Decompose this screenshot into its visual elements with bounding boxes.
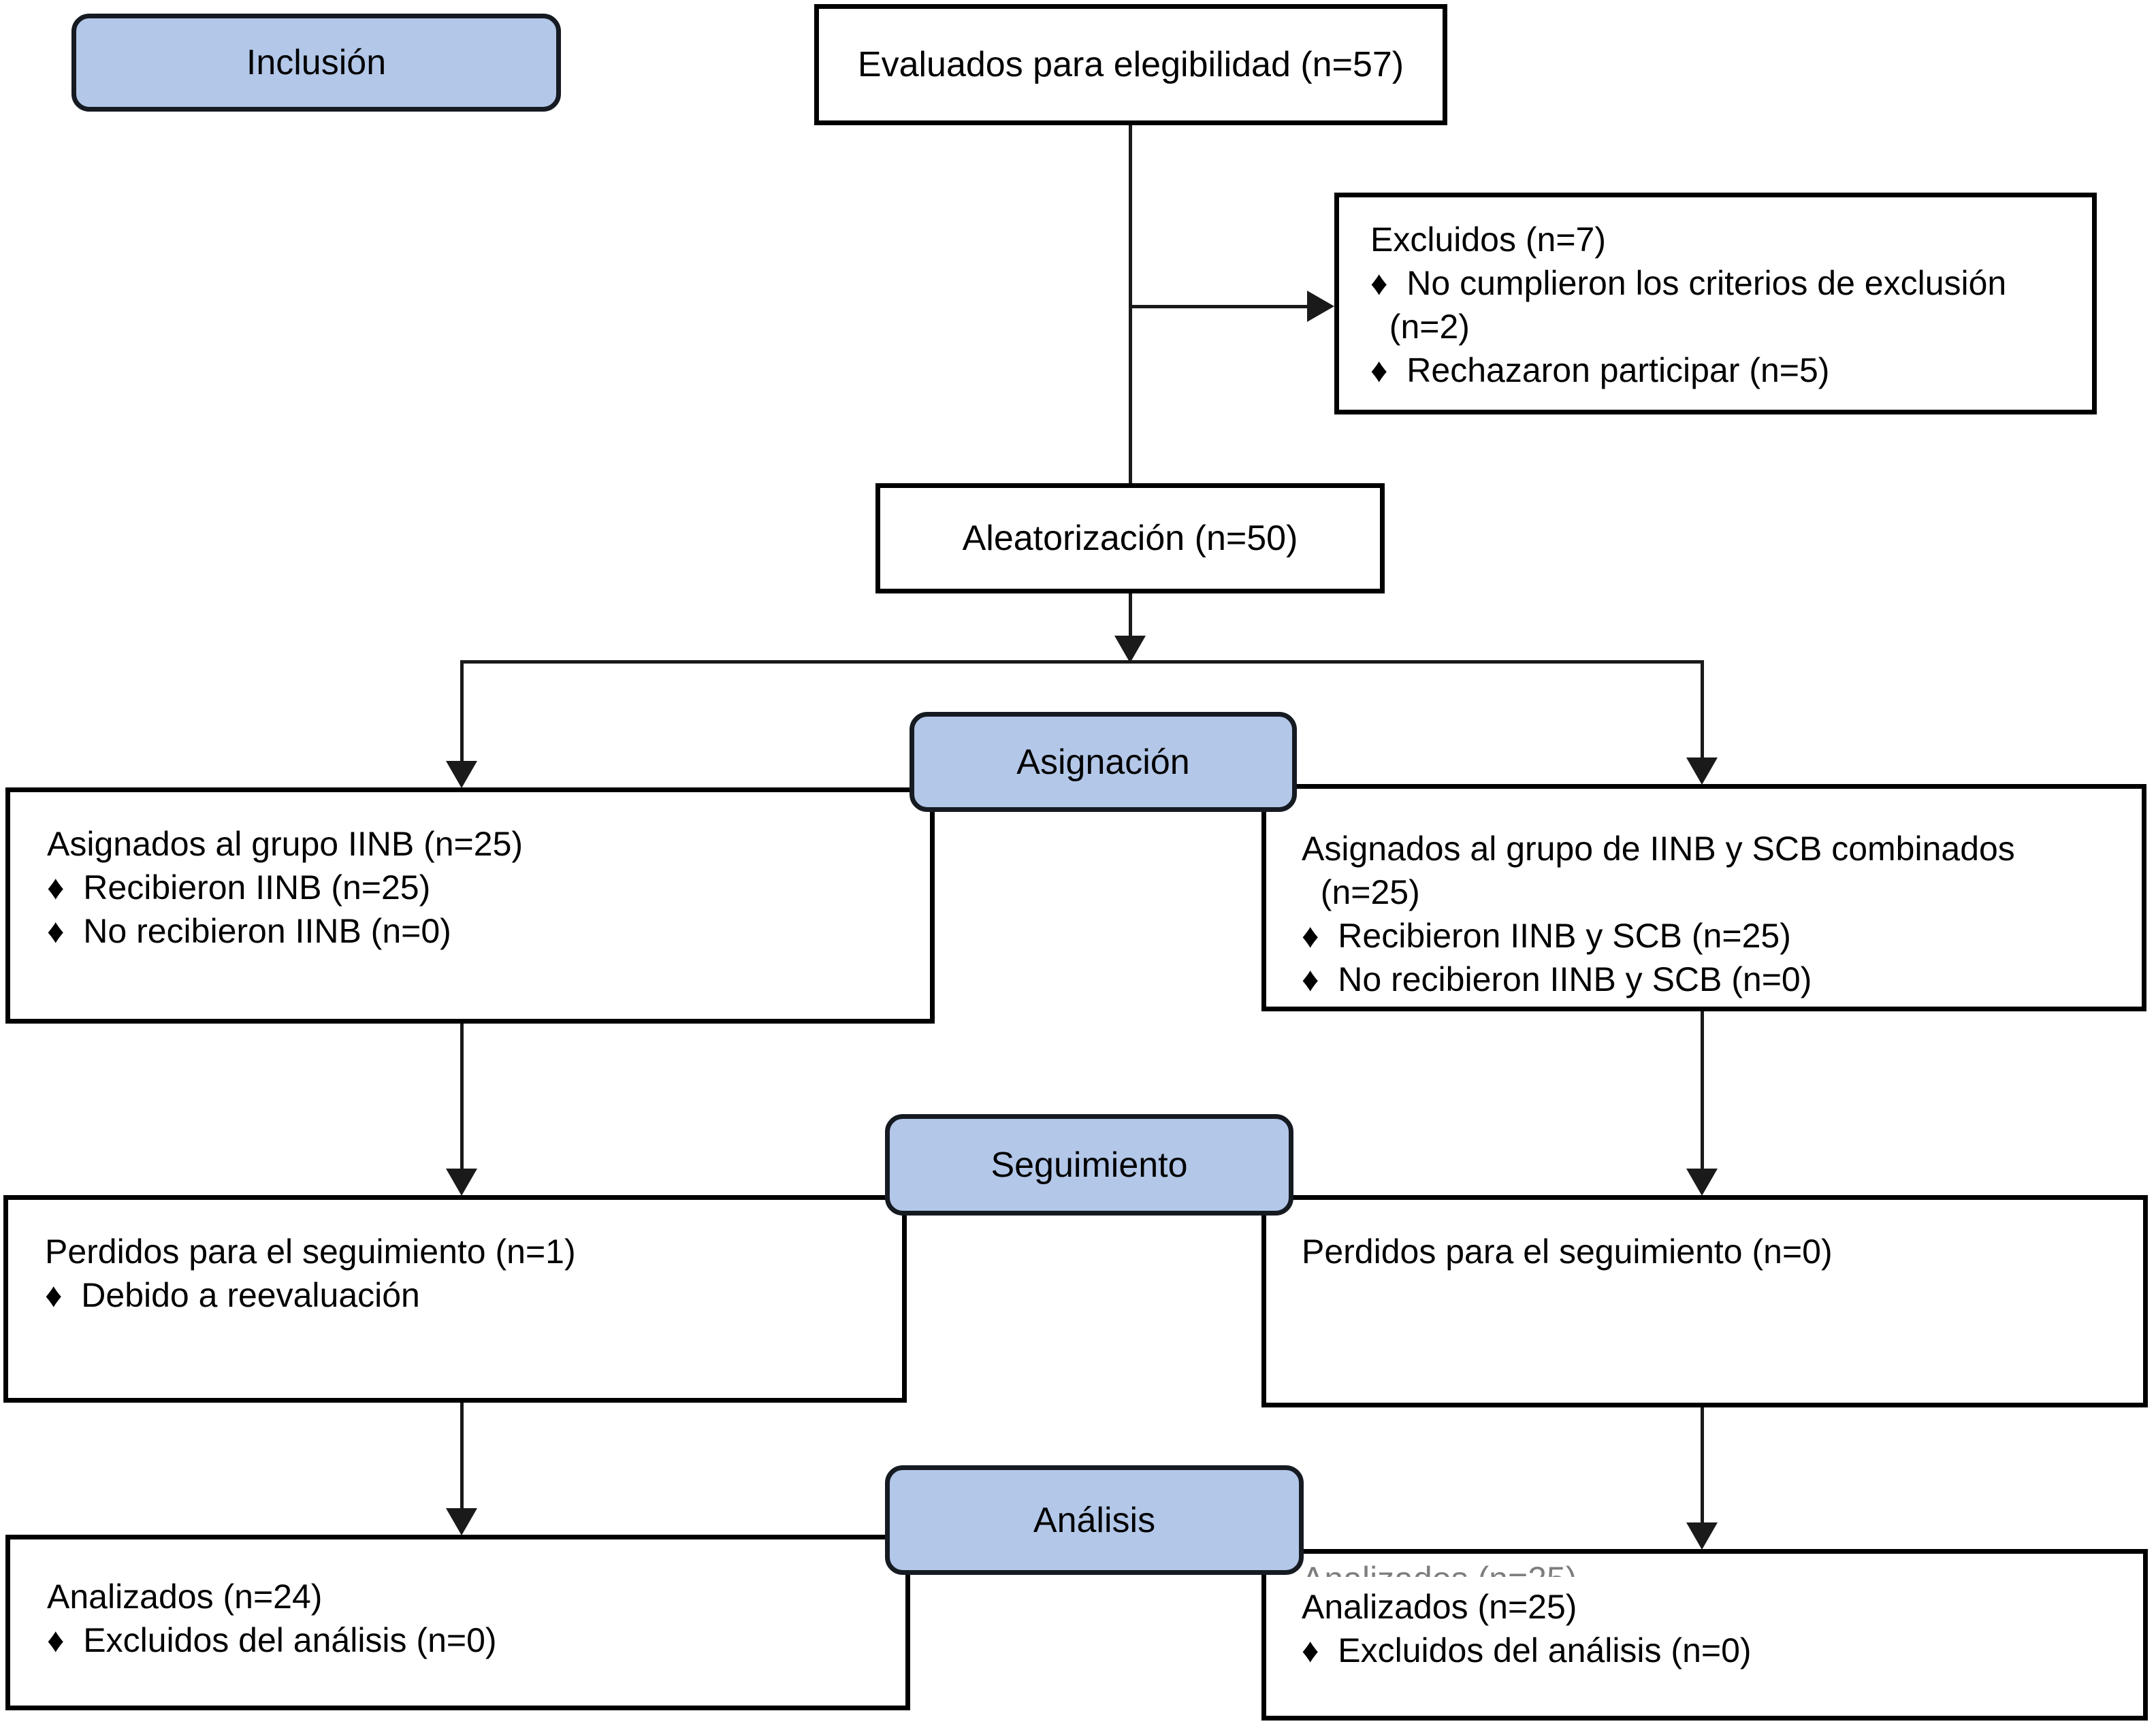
bullet-line: ♦ Excluidos del análisis (n=0) [1302, 1631, 1752, 1669]
arrowhead-followup-left-icon [446, 1169, 477, 1196]
arrowhead-assign-left-icon [446, 761, 477, 788]
box-analysis-left: Analizados (n=24) ♦ Excluidos del anális… [5, 1535, 910, 1710]
connector-to-excluded [1130, 305, 1308, 308]
stage-label-assignment: Asignación [910, 712, 1297, 812]
connector-assign-to-followup-right [1701, 1010, 1704, 1170]
box-assign-right: Asignados al grupo de IINB y SCB combina… [1261, 784, 2146, 1011]
connector-followup-to-analysis-left [460, 1401, 464, 1510]
arrowhead-excluded-icon [1307, 291, 1334, 322]
bullet-line: ♦ Recibieron IINB y SCB (n=25) [1302, 917, 1791, 955]
box-line: Perdidos para el seguimiento (n=1) [45, 1233, 576, 1271]
render-artifact-ghost-text: Analizados (n=25) [1302, 1559, 1577, 1577]
bullet-line: ♦ Debido a reevaluación [45, 1276, 420, 1314]
connector-branch-horizontal [462, 660, 1704, 664]
box-line: Analizados (n=24) [47, 1578, 323, 1616]
box-randomization: Aleatorización (n=50) [875, 483, 1385, 593]
arrowhead-analysis-right-icon [1686, 1522, 1718, 1550]
bullet-line: ♦ No recibieron IINB (n=0) [47, 912, 451, 950]
box-followup-right: Perdidos para el seguimiento (n=0) [1261, 1195, 2148, 1407]
arrowhead-assign-right-icon [1686, 757, 1718, 785]
stage-label-inclusion: Inclusión [71, 14, 561, 112]
bullet-line: ♦ Excluidos del análisis (n=0) [47, 1621, 497, 1659]
connector-randomization-to-branch [1129, 592, 1132, 638]
connector-assign-to-followup-left [460, 1022, 464, 1171]
bullet-line: ♦ Recibieron IINB (n=25) [47, 868, 431, 907]
connector-branch-to-assign-right [1701, 660, 1704, 759]
arrowhead-followup-right-icon [1686, 1169, 1718, 1196]
arrowhead-branch-center-icon [1114, 636, 1146, 663]
stage-label-followup-text: Seguimiento [991, 1145, 1188, 1185]
stage-label-followup: Seguimiento [885, 1114, 1293, 1216]
box-eligibility-title: Evaluados para elegibilidad (n=57) [857, 45, 1404, 84]
box-line: Asignados al grupo IINB (n=25) [47, 825, 524, 863]
box-line: Perdidos para el seguimiento (n=0) [1302, 1233, 1833, 1271]
box-assign-left: Asignados al grupo IINB (n=25) ♦ Recibie… [5, 787, 935, 1024]
connector-followup-to-analysis-right [1701, 1406, 1704, 1524]
bullet-line: ♦ No cumplieron los criterios de exclusi… [1370, 264, 2007, 302]
box-line: Excluidos (n=7) [1370, 221, 1606, 259]
stage-label-assignment-text: Asignación [1016, 742, 1190, 782]
box-line: Analizados (n=25) [1302, 1588, 1577, 1626]
box-line: Asignados al grupo de IINB y SCB combina… [1302, 830, 2015, 868]
box-randomization-title: Aleatorización (n=50) [962, 519, 1298, 558]
box-eligibility: Evaluados para elegibilidad (n=57) [814, 4, 1447, 125]
box-excluded: Excluidos (n=7) ♦ No cumplieron los crit… [1334, 193, 2097, 414]
bullet-line: ♦ No recibieron IINB y SCB (n=0) [1302, 960, 1812, 998]
box-followup-left: Perdidos para el seguimiento (n=1) ♦ Deb… [3, 1195, 907, 1403]
stage-label-analysis-text: Análisis [1033, 1500, 1156, 1540]
stage-label-inclusion-text: Inclusión [246, 43, 387, 82]
connector-branch-to-assign-left [460, 660, 464, 762]
bullet-line: ♦ Rechazaron participar (n=5) [1370, 351, 1830, 389]
bullet-continuation-line: (n=2) [1370, 308, 1470, 346]
stage-label-analysis: Análisis [885, 1465, 1304, 1575]
box-analysis-right: Analizados (n=25) Analizados (n=25) ♦ Ex… [1261, 1549, 2148, 1721]
arrowhead-analysis-left-icon [446, 1508, 477, 1535]
bullet-continuation-line: (n=25) [1302, 873, 1420, 911]
